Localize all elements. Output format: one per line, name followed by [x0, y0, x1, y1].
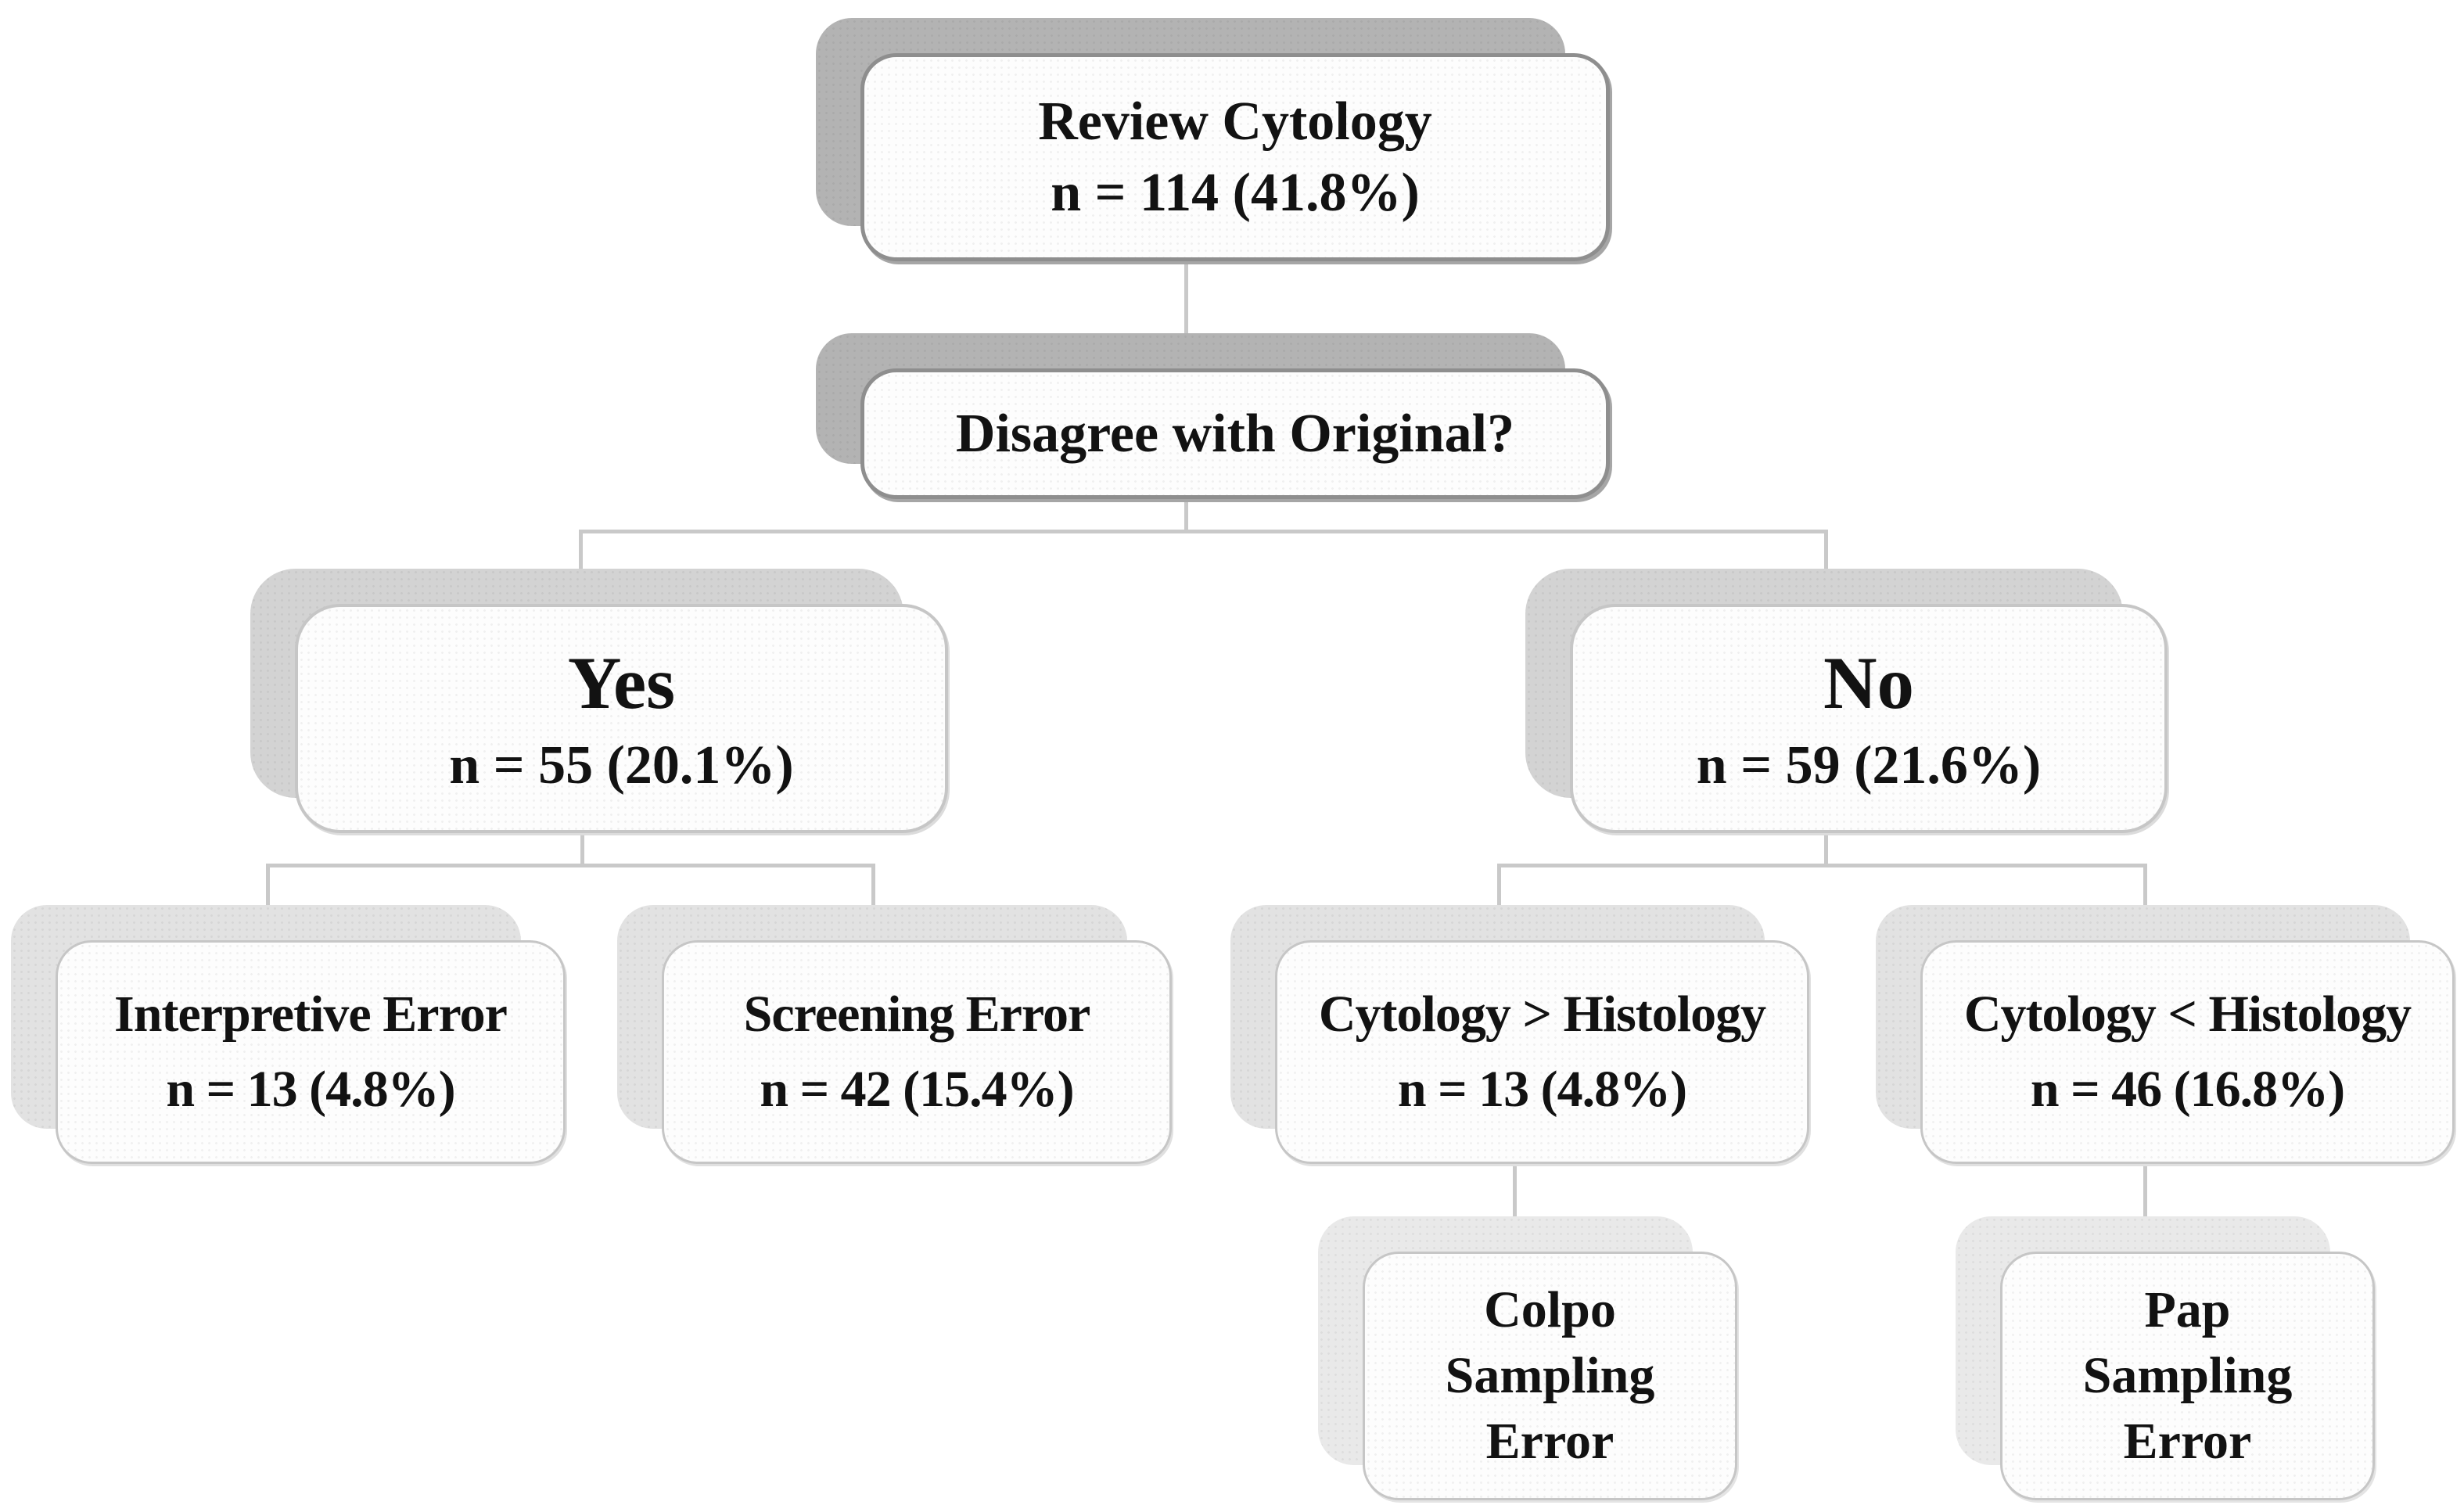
node-card: Interpretive Error n = 13 (4.8%) — [56, 940, 566, 1164]
connector-to-cytology-lt — [2143, 864, 2147, 907]
node-subtitle: n = 42 (15.4%) — [760, 1061, 1074, 1118]
connector-disagree-stub — [1184, 497, 1188, 533]
node-screening-error: Screening Error n = 42 (15.4%) — [617, 905, 1172, 1164]
node-title: Yes — [567, 641, 676, 724]
connector-to-colpo — [1513, 1162, 1517, 1217]
connector-to-no — [1824, 530, 1828, 570]
node-subtitle: n = 13 (4.8%) — [1397, 1061, 1687, 1118]
connector-no-stub — [1824, 832, 1828, 867]
connector-to-screening — [871, 864, 875, 907]
node-line: Pap — [2144, 1281, 2231, 1338]
node-yes: Yes n = 55 (20.1%) — [250, 569, 948, 833]
node-title: Interpretive Error — [114, 986, 508, 1043]
node-card: Colpo Sampling Error — [1363, 1252, 1737, 1500]
node-colpo-sampling-error: Colpo Sampling Error — [1318, 1216, 1737, 1500]
node-review-cytology: Review Cytology n = 114 (41.8%) — [816, 18, 1610, 261]
node-card: Disagree with Original? — [860, 368, 1610, 499]
node-cytology-less-histology: Cytology < Histology n = 46 (16.8%) — [1876, 905, 2455, 1164]
node-subtitle: n = 59 (21.6%) — [1696, 735, 2042, 796]
node-title: Cytology < Histology — [1963, 986, 2412, 1043]
node-no: No n = 59 (21.6%) — [1525, 569, 2168, 833]
node-title: Review Cytology — [1038, 92, 1432, 152]
connector-to-pap — [2143, 1162, 2147, 1217]
node-cytology-greater-histology: Cytology > Histology n = 13 (4.8%) — [1230, 905, 1809, 1164]
node-title: No — [1823, 641, 1915, 724]
connector-to-cytology-gt — [1497, 864, 1501, 907]
node-title: Disagree with Original? — [955, 404, 1515, 464]
connector-branch-yes-horizontal — [266, 864, 875, 867]
node-card: Pap Sampling Error — [2000, 1252, 2375, 1500]
connector-branch-yesno-horizontal — [579, 530, 1828, 533]
node-subtitle: n = 46 (16.8%) — [2030, 1061, 2345, 1118]
connector-to-interpretive — [266, 864, 270, 907]
node-title: Cytology > Histology — [1318, 986, 1766, 1043]
node-pap-sampling-error: Pap Sampling Error — [1956, 1216, 2375, 1500]
node-title: Screening Error — [743, 986, 1091, 1043]
node-line: Sampling — [2082, 1347, 2293, 1404]
node-line: Sampling — [1445, 1347, 1655, 1404]
node-subtitle: n = 13 (4.8%) — [166, 1061, 455, 1118]
node-card: No n = 59 (21.6%) — [1570, 604, 2168, 833]
connector-yes-stub — [580, 832, 584, 867]
node-subtitle: n = 114 (41.8%) — [1051, 163, 1420, 223]
node-card: Cytology < Histology n = 46 (16.8%) — [1920, 940, 2455, 1164]
node-subtitle: n = 55 (20.1%) — [449, 735, 794, 796]
node-line: Error — [2123, 1413, 2252, 1470]
node-interpretive-error: Interpretive Error n = 13 (4.8%) — [11, 905, 566, 1164]
node-card: Cytology > Histology n = 13 (4.8%) — [1275, 940, 1809, 1164]
node-line: Colpo — [1484, 1281, 1616, 1338]
connector-review-to-disagree — [1184, 260, 1188, 370]
node-line: Error — [1485, 1413, 1615, 1470]
connector-to-yes — [579, 530, 583, 570]
connector-branch-no-horizontal — [1497, 864, 2147, 867]
node-card: Screening Error n = 42 (15.4%) — [662, 940, 1172, 1164]
node-card: Yes n = 55 (20.1%) — [295, 604, 948, 833]
node-disagree-question: Disagree with Original? — [816, 333, 1610, 499]
node-card: Review Cytology n = 114 (41.8%) — [860, 53, 1610, 261]
